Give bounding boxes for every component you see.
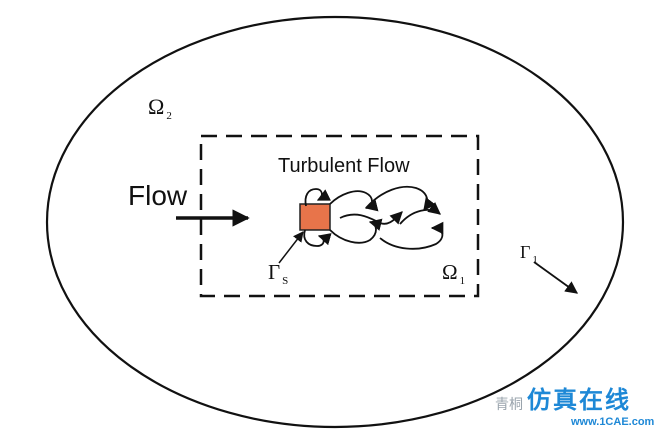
eddy-far-right [399,202,441,225]
watermark-logo-text: 青桐 [495,397,523,413]
eddy-mid-right [339,211,403,225]
eddy-top-right [365,186,436,212]
obstacle-square [299,203,331,231]
surface-pointer-arrow [278,231,304,264]
turbulent-flow-label: Turbulent Flow [278,155,410,177]
watermark-main-text: 仿真在线 [527,386,631,414]
outer-domain-boundary [45,15,625,429]
inflow-label: Flow [128,180,188,211]
eddy-top-mid [329,190,379,212]
surface-boundary-symbol: Γ [268,260,281,284]
outer-boundary-symbol: Γ [520,242,531,262]
flow-domain-diagram [45,15,625,429]
eddy-top-left [304,188,331,207]
inner-domain-subscript: 1 [459,275,466,287]
surface-boundary-subscript: S [282,275,289,287]
outer-domain-symbol: Ω [148,94,165,119]
eddy-bottom-right [379,221,444,250]
outer-domain-subscript: 2 [166,110,172,122]
turbulent-eddies [303,186,444,250]
watermark-url: www.1CAE.com [571,416,654,428]
outer-boundary-pointer-arrow [533,261,579,294]
outer-boundary-subscript: 1 [532,254,538,266]
eddy-bottom-mid [329,218,383,244]
eddy-bottom-left [303,229,332,247]
inner-domain-symbol: Ω [442,260,458,284]
inner-domain-dashed-box [199,134,480,298]
